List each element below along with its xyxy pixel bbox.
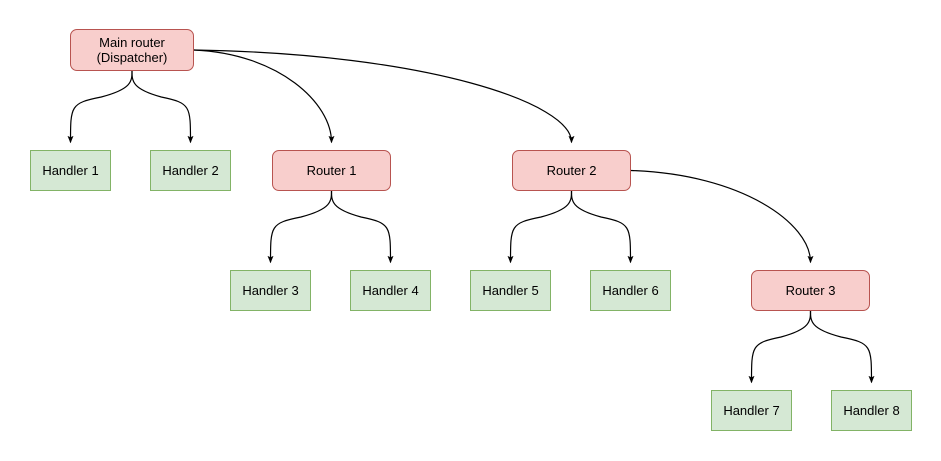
node-label-handler-3: Handler 3 — [242, 283, 299, 298]
node-label-handler-1: Handler 1 — [42, 163, 99, 178]
edge-e-r2-r3[interactable] — [630, 169, 814, 264]
edge-e-r2-h5[interactable] — [507, 190, 573, 264]
edge-e-r3-h7[interactable] — [748, 310, 812, 384]
node-handler-2[interactable]: Handler 2 — [150, 150, 231, 191]
node-label-handler-2: Handler 2 — [162, 163, 219, 178]
node-label-handler-7: Handler 7 — [723, 403, 780, 418]
node-handler-4[interactable]: Handler 4 — [350, 270, 431, 311]
edge-e-main-h1[interactable] — [67, 70, 133, 144]
node-main-router[interactable]: Main router (Dispatcher) — [70, 29, 194, 71]
node-label-handler-4: Handler 4 — [362, 283, 419, 298]
edge-e-main-h2[interactable] — [131, 70, 194, 144]
node-label-router-1: Router 1 — [306, 163, 357, 178]
node-handler-7[interactable]: Handler 7 — [711, 390, 792, 431]
edge-e-r1-h3[interactable] — [267, 190, 333, 264]
edge-e-main-r2[interactable] — [193, 49, 575, 144]
node-router-2[interactable]: Router 2 — [512, 150, 631, 191]
edge-e-r2-h6[interactable] — [570, 190, 634, 264]
node-label-router-2: Router 2 — [546, 163, 597, 178]
edge-e-main-r1[interactable] — [193, 49, 335, 144]
node-label-router-3: Router 3 — [785, 283, 836, 298]
node-label-handler-8: Handler 8 — [843, 403, 900, 418]
node-handler-1[interactable]: Handler 1 — [30, 150, 111, 191]
node-router-1[interactable]: Router 1 — [272, 150, 391, 191]
node-handler-3[interactable]: Handler 3 — [230, 270, 311, 311]
node-label-main-router: Main router (Dispatcher) — [96, 35, 168, 65]
node-label-handler-6: Handler 6 — [602, 283, 659, 298]
edge-e-r3-h8[interactable] — [809, 310, 875, 384]
node-label-handler-5: Handler 5 — [482, 283, 539, 298]
node-handler-8[interactable]: Handler 8 — [831, 390, 912, 431]
node-handler-6[interactable]: Handler 6 — [590, 270, 671, 311]
edge-e-r1-h4[interactable] — [330, 190, 394, 264]
node-router-3[interactable]: Router 3 — [751, 270, 870, 311]
node-handler-5[interactable]: Handler 5 — [470, 270, 551, 311]
